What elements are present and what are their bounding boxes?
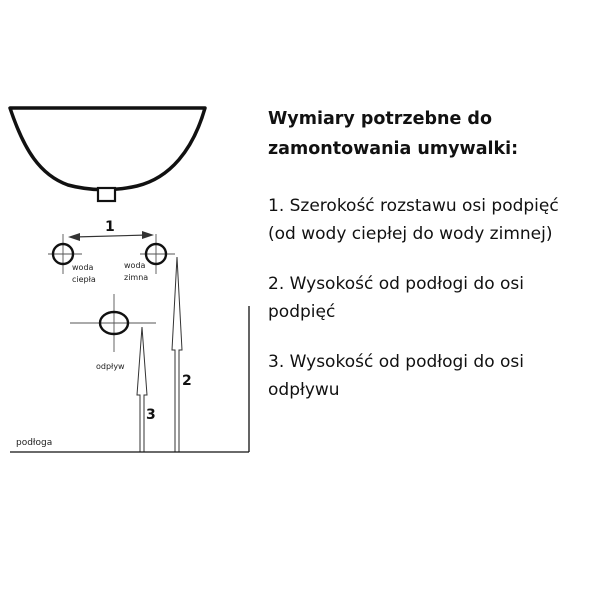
dimension-1-number: 1 [105, 219, 115, 235]
instruction-item-1-line-2: (od wody ciepłej do wody zimnej) [268, 224, 553, 244]
instructions-heading: Wymiary potrzebne do zamontowania umywal… [268, 104, 594, 164]
floor-label: podłoga [16, 438, 52, 448]
heading-line-2: zamontowania umywalki: [268, 139, 519, 159]
dimension-1-arrow-left [68, 233, 80, 241]
drain-label: odpływ [96, 362, 125, 371]
dimension-3-arrow [136, 326, 148, 453]
dimension-2-arrow [171, 256, 183, 453]
hot-water-label-line1: woda [72, 263, 94, 272]
cold-water-label-line1: woda [124, 261, 146, 270]
instruction-item-1: 1. Szerokość rozstawu osi podpięć (od wo… [268, 192, 594, 248]
instruction-item-2: 2. Wysokość od podłogi do osi podpięć [268, 270, 594, 326]
dimension-3-number: 3 [146, 407, 156, 423]
dimension-1-arrow-right [142, 231, 154, 239]
instruction-item-3-line-2: odpływu [268, 380, 340, 400]
hot-water-inlet [51, 242, 75, 266]
instruction-item-2-line-2: podpięć [268, 302, 336, 322]
basin-drain-stub [96, 186, 117, 203]
dimension-1-line [73, 234, 149, 238]
basin-bowl [8, 106, 207, 192]
dimension-2-number: 2 [182, 373, 192, 389]
instruction-item-3: 3. Wysokość od podłogi do osi odpływu [268, 348, 594, 404]
instruction-item-2-line-1: 2. Wysokość od podłogi do osi [268, 274, 525, 294]
cold-water-label-line2: zimna [124, 273, 148, 282]
heading-line-1: Wymiary potrzebne do [268, 109, 492, 129]
hot-water-label-line2: ciepła [72, 275, 96, 284]
instructions-panel: Wymiary potrzebne do zamontowania umywal… [268, 104, 594, 426]
instruction-item-3-line-1: 3. Wysokość od podłogi do osi [268, 352, 525, 372]
drain-outlet [98, 310, 130, 336]
cold-water-inlet [144, 242, 168, 266]
instruction-item-1-line-1: 1. Szerokość rozstawu osi podpięć [268, 196, 559, 216]
